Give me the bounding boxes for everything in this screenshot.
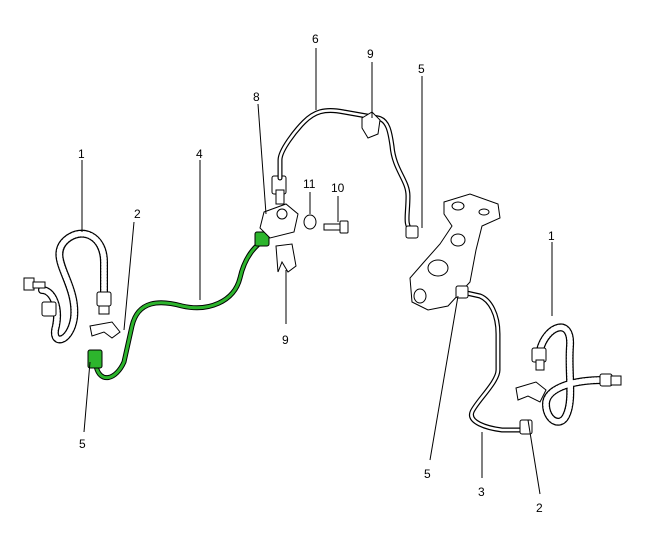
callout-label: 4 <box>196 147 203 161</box>
upper-brake-line <box>277 107 419 239</box>
right-lower-brake-line <box>455 285 533 435</box>
bracket-lower <box>275 243 297 273</box>
callout-label: 5 <box>418 62 425 76</box>
callout-label: 5 <box>79 437 86 451</box>
callout-label: 2 <box>134 207 141 221</box>
left-clip <box>89 321 121 339</box>
callout-label: 2 <box>536 501 543 515</box>
callout-label: 10 <box>331 181 345 195</box>
bolt <box>323 220 349 234</box>
callout-label: 9 <box>367 47 374 61</box>
junction-block <box>259 175 299 239</box>
master-cylinder <box>409 193 501 311</box>
callout-label: 1 <box>78 147 85 161</box>
callout-label: 5 <box>424 467 431 481</box>
left-brake-hose <box>23 229 112 344</box>
callout-label: 8 <box>253 90 260 104</box>
callout-label: 9 <box>282 333 289 347</box>
callout-label: 1 <box>548 229 555 243</box>
leader-lines <box>81 48 553 495</box>
callout-label: 6 <box>312 32 319 46</box>
right-brake-hose <box>531 323 622 426</box>
highlighted-brake-line <box>87 231 270 380</box>
callout-label: 11 <box>303 177 316 191</box>
right-clip <box>515 381 547 403</box>
callout-label: 3 <box>478 485 485 499</box>
washer <box>303 214 317 230</box>
